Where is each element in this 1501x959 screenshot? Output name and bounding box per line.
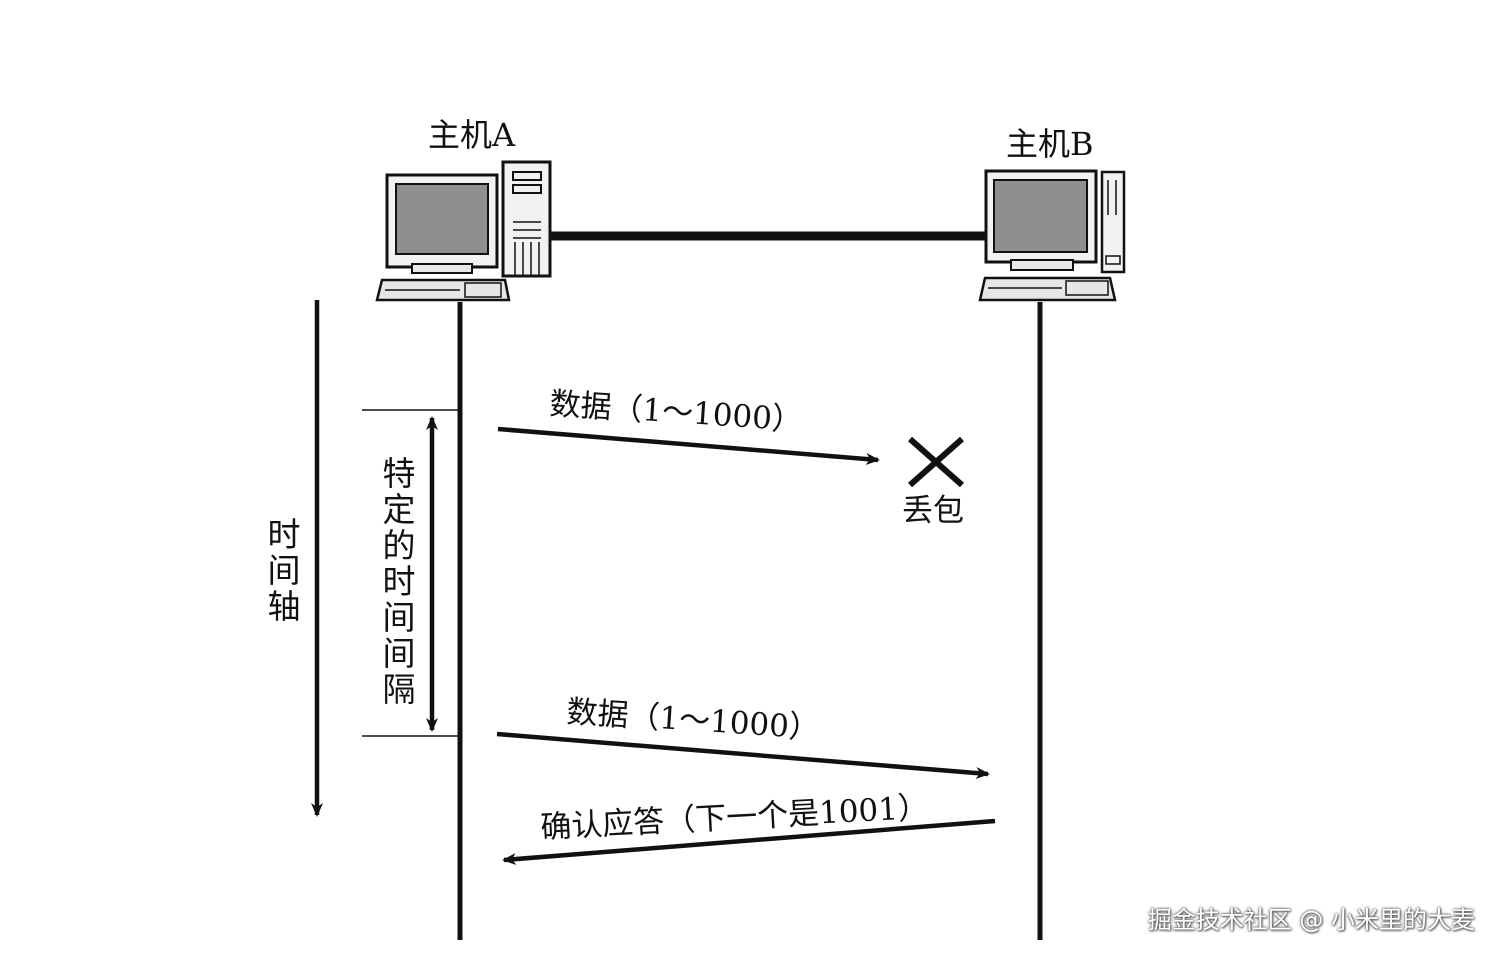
ack-arrow: [502, 818, 996, 866]
host-b-label: 主机B: [1006, 125, 1094, 163]
host-a-label: 主机A: [428, 116, 516, 154]
interval-label: 特定的时间间隔: [383, 454, 416, 709]
host-a-computer-icon: [375, 160, 552, 302]
second-data-arrow: [496, 731, 990, 780]
watermark: 掘金技术社区 @ 小米里的大麦: [1147, 906, 1475, 934]
packet-drop-x-mark-icon: [908, 436, 964, 488]
host-b-computer-icon: [978, 169, 1126, 302]
ack-label: 确认应答（下一个是1001）: [540, 790, 930, 846]
first-data-label: 数据（1～1000）: [548, 386, 803, 439]
packet-drop-label: 丢包: [902, 493, 964, 529]
first-data-arrow: [497, 426, 880, 466]
time-axis-label: 时间轴: [268, 515, 301, 626]
second-data-label: 数据（1～1000）: [565, 694, 820, 747]
